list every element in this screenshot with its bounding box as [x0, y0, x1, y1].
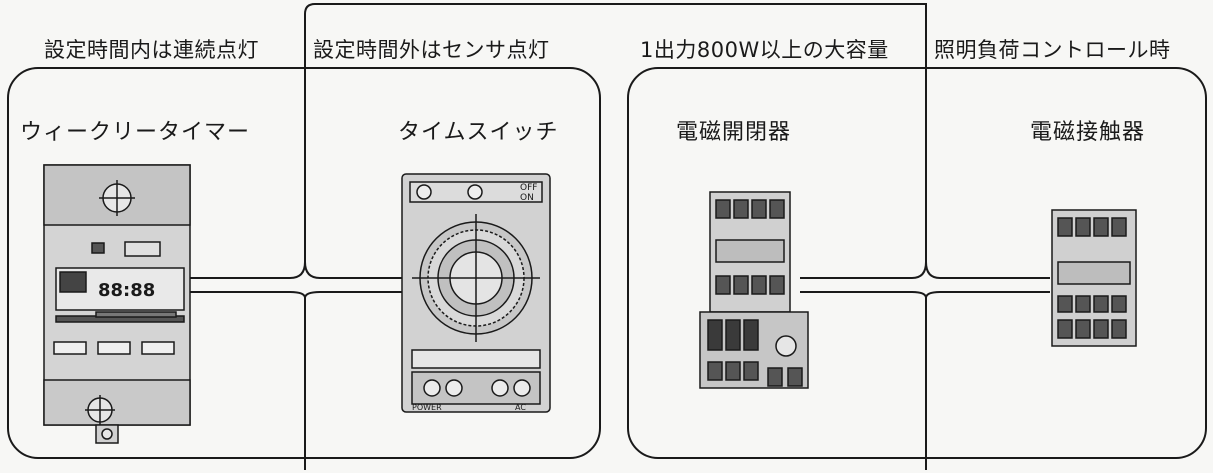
time-switch-illustration — [401, 173, 551, 413]
wire-right-top — [800, 261, 1050, 279]
timer-display-text: 88:88 — [98, 280, 155, 301]
time-switch-off-label: OFF — [520, 183, 537, 193]
condition-weekly-off: 設定時間外はセンサ点灯 — [313, 38, 550, 62]
time-switch-on-label: ON — [520, 193, 534, 203]
device-magnetic-switch-label: 電磁開閉器 — [676, 120, 792, 145]
weekly-timer-illustration — [43, 164, 191, 444]
right-group-box — [627, 67, 1207, 459]
device-time-switch-label: タイムスイッチ — [398, 120, 559, 145]
magnetic-switch-illustration — [699, 191, 809, 389]
time-switch-ac-label: AC — [515, 403, 526, 412]
device-weekly-timer-label: ウィークリータイマー — [20, 120, 251, 145]
top-bracket-line — [304, 3, 927, 28]
condition-magnetic-capacity: 1出力800W以上の大容量 — [640, 38, 889, 62]
condition-weekly-on: 設定時間内は連続点灯 — [44, 38, 259, 62]
magnetic-contactor-illustration — [1051, 209, 1137, 347]
time-switch-power-label: POWER — [412, 403, 442, 412]
wire-right-bottom — [800, 291, 1050, 299]
condition-contactor-use: 照明負荷コントロール時 — [934, 38, 1171, 62]
wire-left-top — [190, 261, 415, 279]
device-magnetic-contactor-label: 電磁接触器 — [1030, 120, 1146, 145]
wire-left-bottom — [190, 291, 415, 299]
